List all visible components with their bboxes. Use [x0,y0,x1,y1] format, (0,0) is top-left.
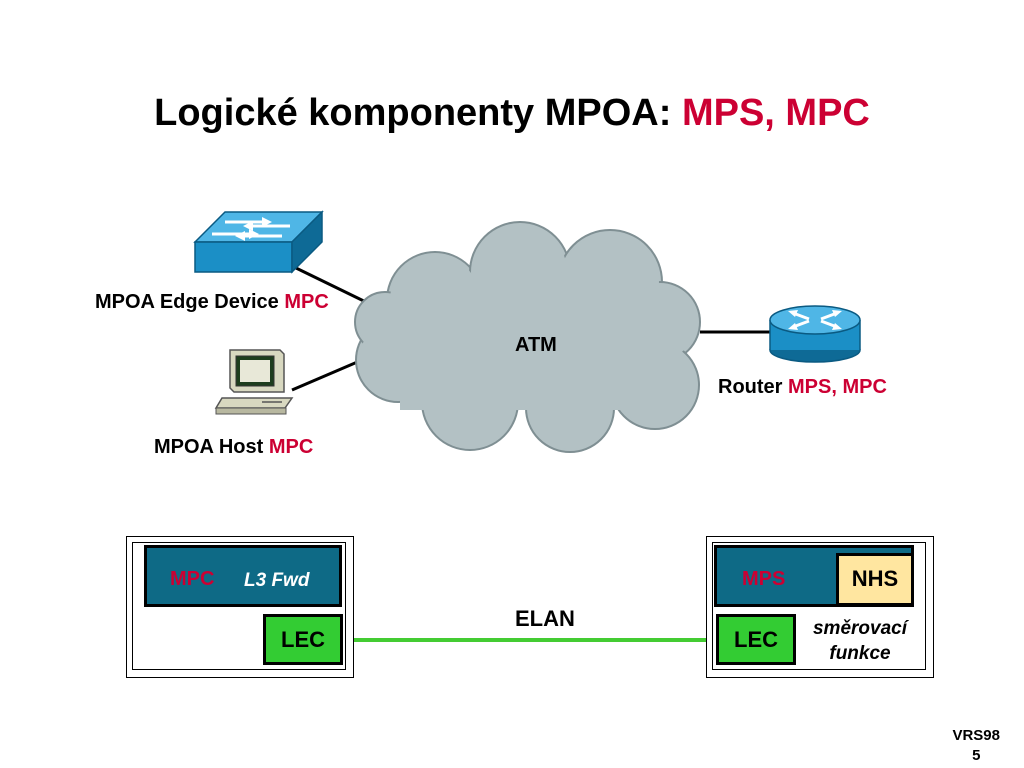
edge-device-link [295,266,373,307]
lec-right: LEC [716,614,796,665]
elan-label: ELAN [515,606,575,631]
mpc-bar [144,545,342,607]
slide-footer: VRS98 5 [952,726,1000,766]
host-role: MPC [268,436,314,458]
mps-component-inner [712,542,926,670]
host-link [291,358,363,392]
note-line-2: funkce [829,643,891,664]
router-label: Router MPS, MPC [718,376,887,399]
l3-fwd-label: L3 Fwd [244,570,310,591]
nhs-box: NHS [836,553,914,606]
note-line-1: směrovací [812,618,907,639]
router-icon [769,305,861,363]
mpc-component-inner [132,542,346,670]
title-accent: MPS, MPC [681,92,870,134]
router-name: Router [718,376,788,398]
lec-left: LEC [263,614,343,665]
edge-device-name: MPOA Edge Device [95,291,285,313]
page-title: Logické komponenty MPOA: MPS, MPC [0,92,1024,135]
computer-icon [214,349,294,415]
host-name: MPOA Host [154,436,269,458]
router-role: MPS, MPC [788,376,887,398]
title-main: Logické komponenty MPOA: [154,92,682,134]
switch-icon [193,210,324,274]
mpc-bar-role: MPC [170,568,215,590]
mps-bar-role: MPS [742,568,786,590]
atm-cloud [354,221,701,453]
edge-device-label: MPOA Edge Device MPC [95,291,329,314]
footer-page-number: 5 [972,747,981,764]
routing-functions-note: směrovací funkce [800,616,920,666]
footer-course: VRS98 [952,727,1000,744]
host-label: MPOA Host MPC [154,436,313,459]
atm-label: ATM [515,334,557,356]
edge-device-role: MPC [284,291,329,313]
